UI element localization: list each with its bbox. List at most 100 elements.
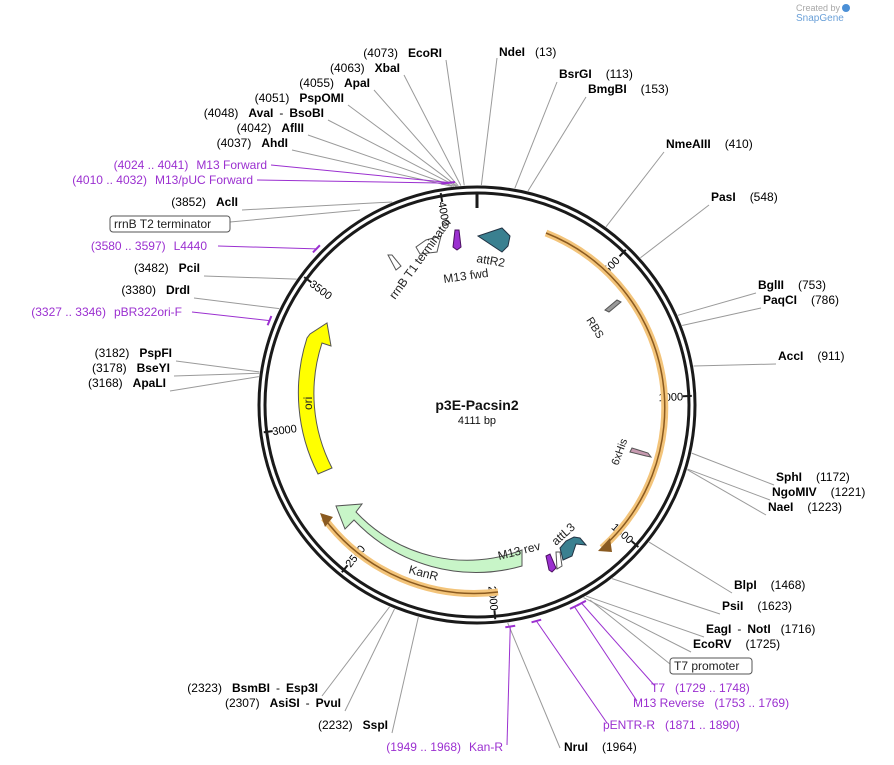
primer-label[interactable]: M13 Reverse(1753 .. 1769) [633,696,789,710]
snapgene-credit: Created bySnapGene [796,3,894,24]
backbone-inner-circle [263,191,691,619]
enzyme-label[interactable]: EagI-NotI(1716) [706,622,815,636]
t7-promoter-leader [589,599,671,665]
kanr-arc-line [323,517,499,595]
rrnB-T2-label-box [109,215,231,233]
leader-line [203,275,297,280]
backbone-outer-circle [257,185,697,625]
plasmid-length: 4111 bp [458,415,496,427]
enzyme-label[interactable]: (3168)ApaLI [88,376,166,390]
enzyme-label[interactable]: EcoRV(1725) [693,637,780,651]
enzyme-label[interactable]: (4055)ApaI [299,76,370,90]
primer-site-mark [266,315,273,326]
leader-line [373,89,459,187]
attR2-feature[interactable] [476,227,511,253]
credit-prefix: Created by [796,3,841,13]
leader-line [611,578,721,615]
enzyme-label[interactable]: (4037)AhdI [217,136,288,150]
leader-line [605,151,665,228]
primer-site-mark [531,618,542,624]
ori-feature[interactable] [297,322,333,475]
enzyme-label[interactable]: (2307)AsiSI-PvuI [225,696,341,710]
leader-line [173,372,260,377]
tick-mark [618,249,627,257]
tick-label: 4000 [435,201,451,227]
tick-mark [263,430,273,434]
enzyme-label[interactable]: SphI(1172) [776,470,850,484]
kanr-feature[interactable] [335,503,523,573]
enzyme-label[interactable]: BglII(753) [758,278,826,292]
attR2-label: attR2 [475,251,506,270]
leader-line [344,608,395,712]
right-enzymes: NdeI(13) BsrGI(113) BmgBI(153) NmeAIII(4… [499,45,865,754]
primer-label[interactable]: (3580 .. 3597)L4440 [91,239,207,253]
primer-label[interactable]: pENTR-R(1871 .. 1890) [603,718,740,732]
enzyme-label[interactable]: PsiI(1623) [722,599,792,613]
rrnB-T2-label[interactable]: rrnB T2 terminator [114,217,211,231]
enzyme-label[interactable]: NmeAIII(410) [666,137,753,151]
enzyme-label[interactable]: (4063)XbaI [330,61,400,75]
primer-site-mark [505,624,516,629]
6xhis-feature [629,447,653,458]
enzyme-label[interactable]: (4073)EcoRI [363,46,442,60]
m13-rev-feature[interactable] [545,553,557,573]
enzyme-label[interactable]: NdeI(13) [499,45,556,59]
m13-fwd-feature[interactable] [452,229,462,251]
tick-mark [630,540,640,548]
enzyme-label[interactable]: (4048)AvaI-BsoBI [204,106,324,120]
snapgene-logo-icon [842,4,851,12]
tick-label: 3000 [272,423,298,438]
leader-lines [169,57,777,749]
enzyme-label[interactable]: BlpI(1468) [734,578,805,592]
primer-label[interactable]: T7(1729 .. 1748) [651,681,750,695]
enzyme-label[interactable]: NgoMIV(1221) [772,485,865,499]
enzyme-label[interactable]: AccI(911) [778,349,844,363]
primer-label[interactable]: (3327 .. 3346)pBR322ori-F [31,305,182,319]
rrnB-T2-feature[interactable] [387,254,402,271]
primer-label[interactable]: (4024 .. 4041)M13 Forward [114,158,267,172]
plasmid-name: p3E-Pacsin2 [435,397,518,413]
enzyme-label[interactable]: (3182)PspFI [95,346,172,360]
rrnB-T2-leader [229,209,361,223]
leader-line [480,57,498,186]
enzyme-label[interactable]: (3178)BseYI [92,361,170,375]
enzyme-label[interactable]: NruI(1964) [564,740,637,754]
leader-line [270,164,451,184]
attL3-feature[interactable] [559,536,588,561]
leader-line [687,469,767,516]
leader-line [648,541,733,594]
rrnB-T1-feature[interactable] [415,235,442,255]
enzyme-label[interactable]: (3482)PciI [134,261,200,275]
enzyme-label[interactable]: (2323)BsmBI-Esp3I [187,681,318,695]
leader-line [193,297,280,310]
leader-line [241,201,393,211]
leader-line [169,376,259,392]
enzyme-label[interactable]: (2232)SspI [318,718,388,732]
leader-line [677,292,757,316]
tick-mark [439,192,444,203]
enzyme-label[interactable]: (4042)AflII [237,121,304,135]
credit-brand: SnapGene [796,13,844,24]
leader-line [217,245,317,250]
primer-label[interactable]: (4010 .. 4032)M13/pUC Forward [72,173,253,187]
enzyme-label[interactable]: PaqCI(786) [763,293,839,307]
leader-line [175,360,260,373]
enzyme-label[interactable]: (4051)PspOMI [255,91,344,105]
leader-line [535,620,608,724]
leader-line [191,311,270,322]
enzyme-label[interactable]: (3380)DrdI [121,283,190,297]
enzyme-label[interactable]: BmgBI(153) [588,82,669,96]
enzyme-label[interactable]: BsrGI(113) [559,67,633,81]
tick-label: 3500 [307,278,334,302]
primer-label[interactable]: (1949 .. 1968)Kan-R [386,740,503,754]
enzyme-label[interactable]: (3852)AclI [171,195,238,209]
leader-line [682,307,762,327]
enzyme-label[interactable]: PasI(548) [711,190,778,204]
t7-promoter-label[interactable]: T7 promoter [674,659,739,673]
enzyme-label[interactable]: NaeI(1223) [768,500,842,514]
primer-labels: (4024 .. 4041)M13 Forward (4010 .. 4032)… [31,158,789,754]
leader-line [574,606,638,702]
leader-line [445,59,465,186]
leader-line [583,597,692,653]
